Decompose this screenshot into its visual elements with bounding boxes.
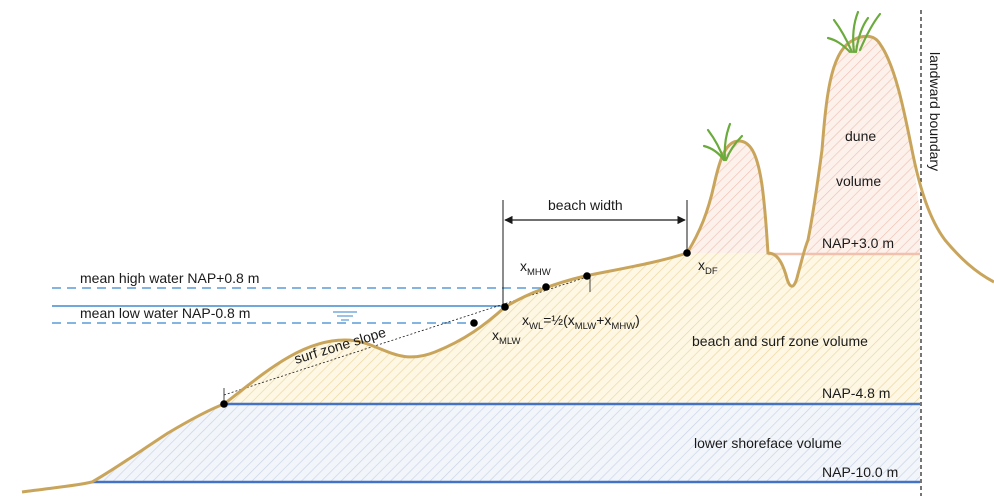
- dune-volume-area-main: [806, 36, 920, 254]
- lower-shoreface-volume-area: [92, 404, 920, 482]
- dune-volume-label-line2: volume: [836, 173, 881, 189]
- dune-volume-label-line1: dune: [845, 128, 876, 144]
- beach-width-label: beach width: [548, 197, 623, 213]
- point-x-wl: [501, 303, 509, 311]
- nap-plus3-label: NAP+3.0 m: [822, 235, 894, 251]
- water-level-symbol: [333, 311, 357, 321]
- coastal-profile-line: [21, 34, 994, 494]
- vegetation-icon-main-dune: [826, 10, 882, 54]
- dune-volume-area-front: [687, 140, 768, 253]
- point-x-mhw: [542, 283, 550, 291]
- mean-high-water-label: mean high water NAP+0.8 m: [80, 270, 259, 286]
- x-mlw-label: xMLW: [492, 327, 520, 347]
- nap-minus10-label: NAP-10.0 m: [822, 464, 898, 480]
- point-slope-start: [220, 400, 228, 408]
- vegetation-icon-front-dune: [702, 122, 744, 162]
- beach-surf-zone-volume-area: [224, 253, 920, 404]
- point-x-mlw: [470, 319, 478, 327]
- point-x-df: [683, 249, 691, 257]
- x-wl-formula-label: xWL=½(xMLW+xMHW): [522, 312, 640, 332]
- x-mhw-label: xMHW: [520, 258, 551, 278]
- nap-minus48-label: NAP-4.8 m: [822, 385, 890, 401]
- lower-shoreface-volume-label: lower shoreface volume: [694, 435, 842, 451]
- point-slope-end: [583, 272, 591, 280]
- landward-boundary-label: landward boundary: [927, 52, 943, 171]
- beach-surf-zone-volume-label: beach and surf zone volume: [692, 333, 868, 349]
- x-df-label: xDF: [698, 257, 718, 277]
- mean-low-water-label: mean low water NAP-0.8 m: [80, 305, 250, 321]
